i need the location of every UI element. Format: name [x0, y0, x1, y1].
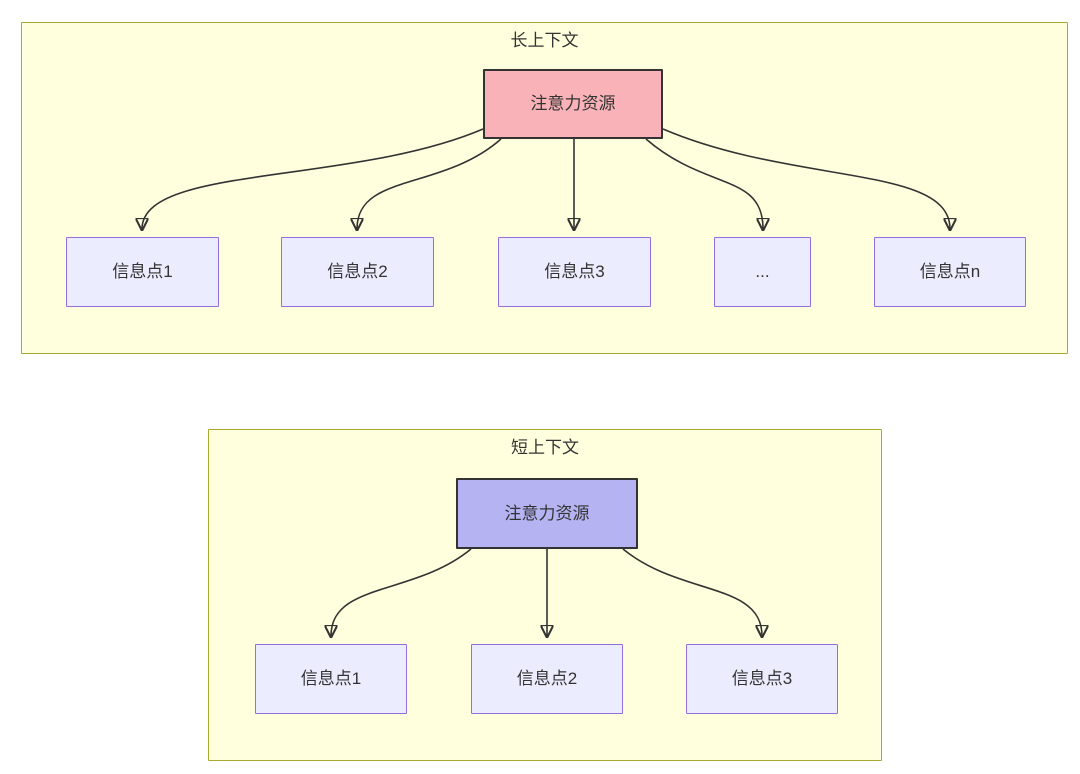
info-node-label: 信息点2	[516, 669, 578, 688]
info-node-long-n: 信息点n	[874, 237, 1026, 307]
info-node-label: 信息点3	[731, 669, 793, 688]
edge-attention-to-info3	[622, 548, 762, 636]
edge-attention-to-info1	[331, 548, 472, 636]
info-node-label: ...	[755, 262, 770, 281]
attention-resource-node-long: 注意力资源	[483, 69, 663, 139]
edge-attention-to-info1	[142, 128, 484, 229]
info-node-label: 信息点3	[544, 262, 605, 281]
info-node-long-2: 信息点2	[281, 237, 434, 307]
attention-resource-label-short: 注意力资源	[504, 503, 590, 523]
long-context-title: 长上下文	[510, 31, 579, 50]
info-node-short-3: 信息点3	[686, 644, 838, 714]
edge-attention-to-infon	[662, 128, 950, 229]
info-node-short-1: 信息点1	[255, 644, 407, 714]
attention-resource-label-long: 注意力资源	[530, 94, 616, 113]
edge-attention-to-ellipsis	[645, 138, 763, 229]
info-node-short-2: 信息点2	[471, 644, 623, 714]
info-node-long-ellipsis: ...	[714, 237, 811, 307]
info-node-long-3: 信息点3	[498, 237, 651, 307]
attention-resource-node-short: 注意力资源	[456, 478, 638, 549]
short-context-title: 短上下文	[511, 438, 579, 457]
edge-attention-to-info2	[357, 138, 502, 229]
info-node-label: 信息点2	[327, 262, 388, 281]
info-node-label: 信息点1	[300, 669, 362, 688]
short-context-cluster: 短上下文 注意力资源 信息点1 信息点2 信息点3	[208, 429, 882, 761]
info-node-label: 信息点n	[919, 262, 981, 281]
long-context-cluster: 长上下文 注意力资源 信息点1 信息点2 信息点3 ...	[21, 22, 1068, 354]
info-node-label: 信息点1	[112, 262, 173, 281]
info-node-long-1: 信息点1	[66, 237, 219, 307]
